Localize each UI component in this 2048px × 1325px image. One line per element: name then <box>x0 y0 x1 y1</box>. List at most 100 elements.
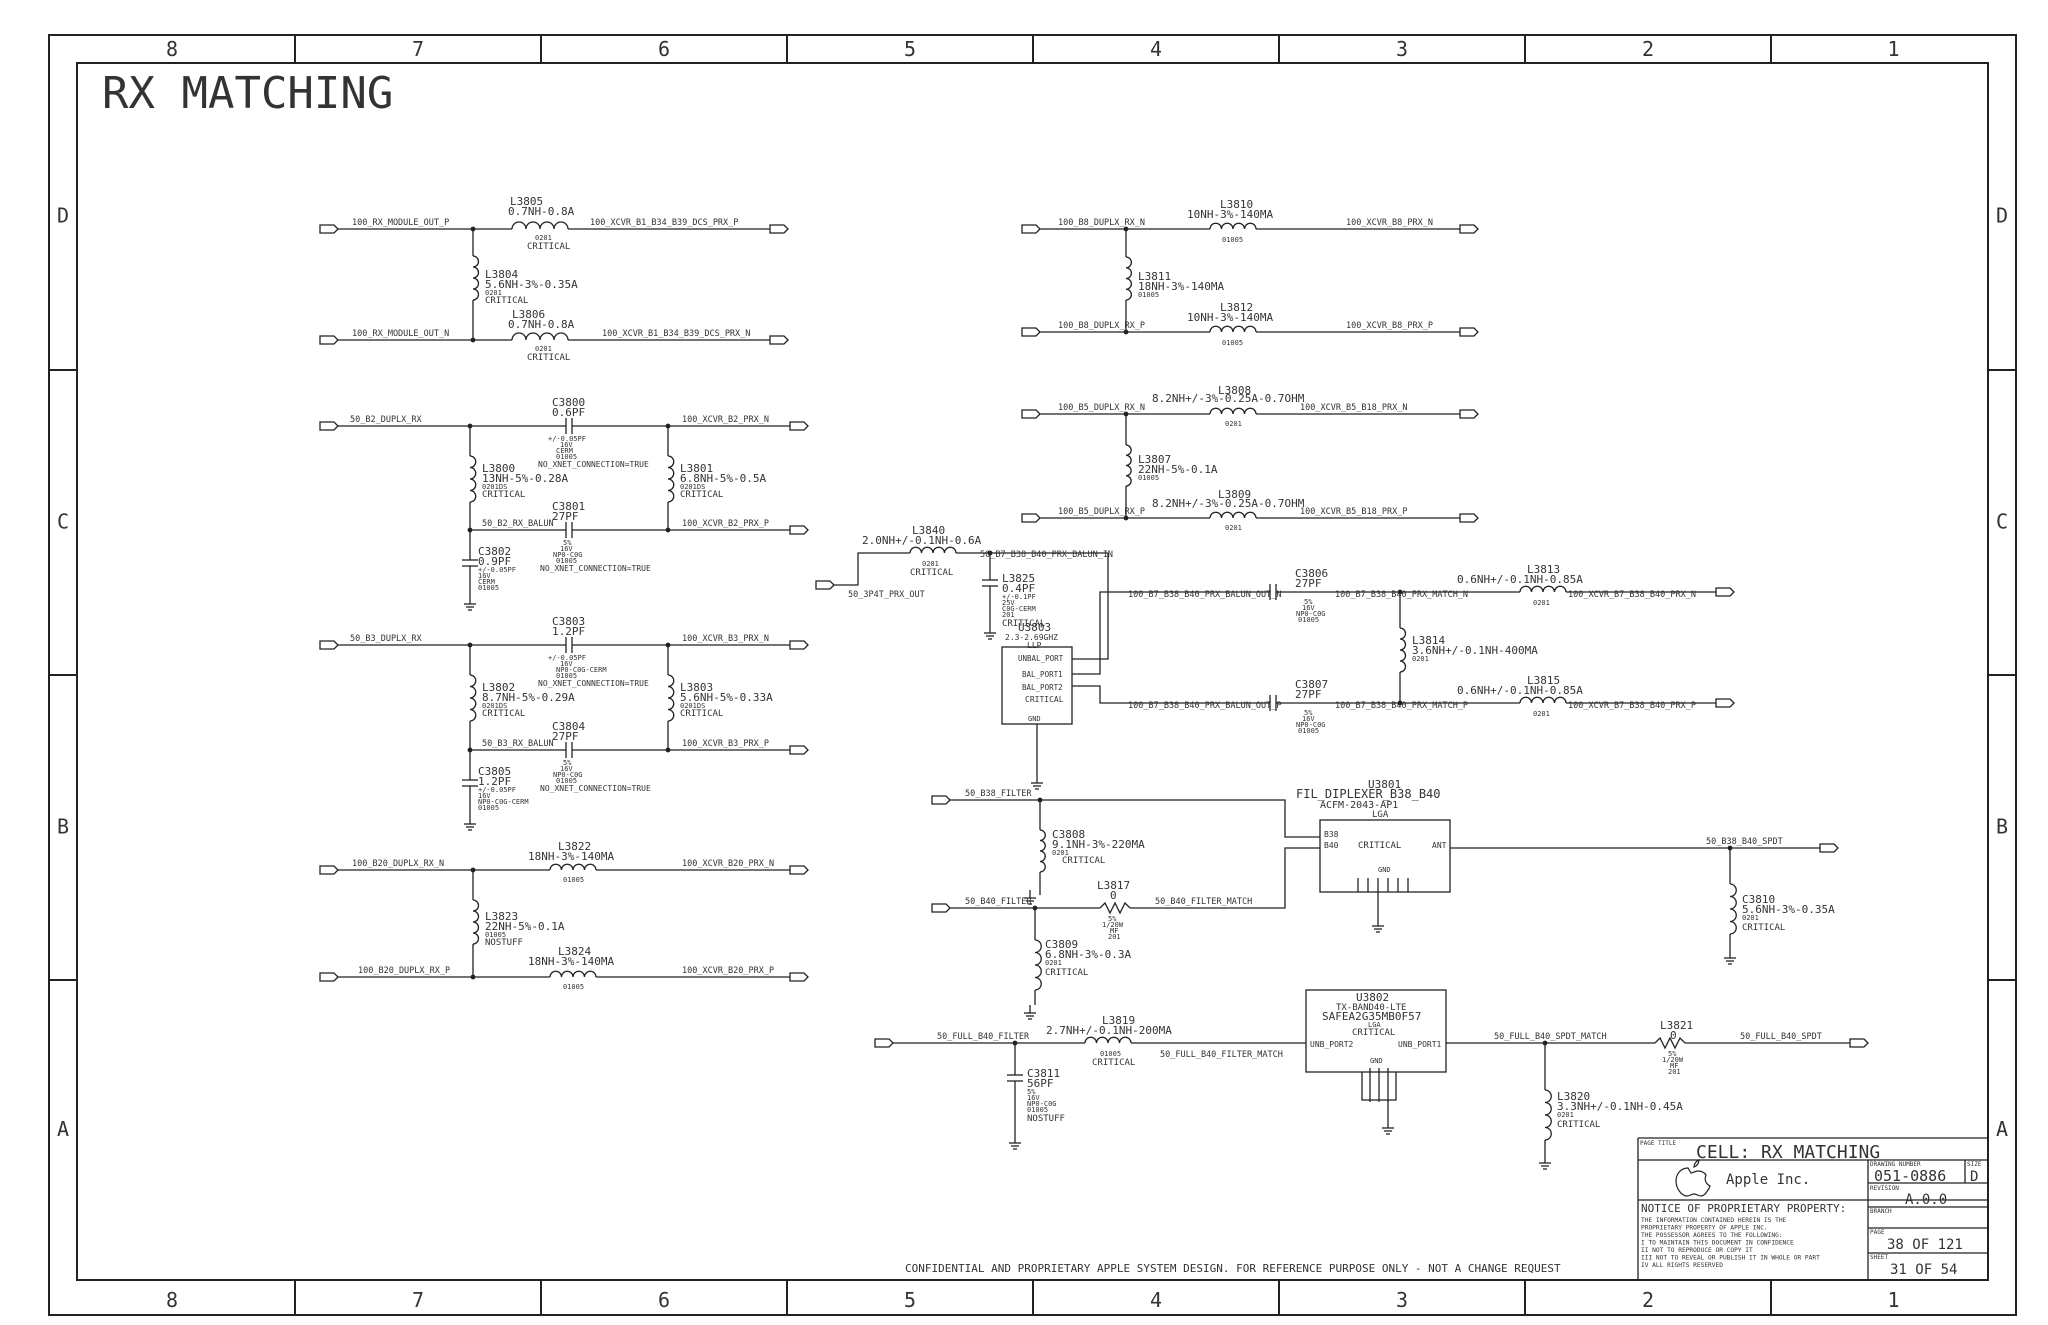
notice-title: NOTICE OF PROPRIETARY PROPERTY: <box>1641 1202 1846 1215</box>
company-name: Apple Inc. <box>1726 1172 1810 1188</box>
inductor-symbol <box>549 970 597 978</box>
inductor-symbol <box>1209 407 1257 415</box>
part-value: 0 <box>1670 1029 1677 1042</box>
part-voltage: 16V <box>560 441 573 449</box>
part-pkg: 0201DS <box>680 483 705 491</box>
inductor-symbol <box>1209 325 1257 333</box>
part-note: CRITICAL <box>910 568 953 578</box>
part-value: 0.7NH-0.8A <box>508 318 575 331</box>
part-ref: L3817 <box>1097 879 1130 892</box>
part-value: 0.6PF <box>552 406 585 419</box>
part-ref: L3809 <box>1218 488 1251 501</box>
net-label: 100_B8_DUPLX_RX_P <box>1058 321 1145 331</box>
part-ref: L3808 <box>1218 384 1251 397</box>
zone-column-label: 1 <box>1887 1288 1899 1312</box>
part-voltage: 16V <box>1302 604 1315 612</box>
part-value: TX-BAND40-LTE <box>1336 1003 1406 1013</box>
part-ref: L3802 <box>482 681 515 694</box>
part-note: NOSTUFF <box>485 938 523 948</box>
net-label: 100_XCVR_B8_PRX_N <box>1346 218 1433 228</box>
inductor-symbol <box>511 221 569 230</box>
net-label: 100_XCVR_B20_PRX_P <box>682 966 774 976</box>
net-port-flag <box>1459 409 1479 419</box>
net-port-flag <box>319 865 339 875</box>
part-value: 18NH-3%-140MA <box>1138 280 1224 293</box>
zone-column-label: 4 <box>1150 37 1162 61</box>
part-ref: L3822 <box>558 840 591 853</box>
net-port-flag <box>815 580 835 590</box>
ic-pin-label: B40 <box>1324 841 1339 850</box>
net-port-flag <box>319 335 339 345</box>
ground-symbol <box>1009 1135 1021 1150</box>
zone-column-label: 2 <box>1642 37 1654 61</box>
ground-symbol <box>984 625 996 640</box>
part-note: CRITICAL <box>1002 619 1045 629</box>
part-dielectric: CERM <box>556 447 573 455</box>
part-voltage: 16V <box>478 572 491 580</box>
net-label: 100_XCVR_B2_PRX_N <box>682 415 769 425</box>
part-number: SAFEA2G35MB0F57 <box>1322 1010 1421 1023</box>
part-pkg: LGA <box>1372 810 1389 820</box>
block-full-b40: 50_FULL_B40_FILTERL38192.7NH+/-0.1NH-200… <box>874 989 1869 1170</box>
part-pkg: 01005 <box>556 672 577 680</box>
part-pkg: 0201DS <box>482 702 507 710</box>
ic-pin-label: UNB_PORT2 <box>1310 1040 1354 1049</box>
part-tol: 5% <box>563 759 572 767</box>
net-port-flag <box>1021 409 1041 419</box>
zone-column-label: 3 <box>1396 1288 1408 1312</box>
part-ref: L3812 <box>1220 301 1253 314</box>
part-dielectric: NP0-C0G <box>553 771 583 779</box>
part-note: CRITICAL <box>1557 1120 1600 1130</box>
capacitor-symbol <box>565 522 573 538</box>
part-note: NO_XNET_CONNECTION=TRUE <box>540 564 651 573</box>
revision: A.0.0 <box>1905 1192 1947 1208</box>
part-value: 10NH-3%-140MA <box>1187 208 1273 221</box>
zone-row-label: B <box>1996 815 2008 839</box>
part-note: CRITICAL <box>527 353 570 363</box>
part-note: CRITICAL <box>1352 1028 1395 1038</box>
net-port-flag <box>789 745 809 755</box>
ic-pin-label: ANT <box>1432 841 1447 850</box>
part-ref: L3805 <box>510 195 543 208</box>
part-tol: 5% <box>1027 1088 1036 1096</box>
ground-symbol <box>1539 1155 1551 1170</box>
part-ref: L3815 <box>1527 674 1560 687</box>
notice-line: IV ALL RIGHTS RESERVED <box>1641 1262 1723 1269</box>
ground-symbol <box>464 816 476 831</box>
ic-pin-label: UNB_PORT1 <box>1398 1040 1442 1049</box>
part-pkg: LLP <box>1027 641 1042 650</box>
ground-symbol <box>1024 890 1036 905</box>
part-ref: U3802 <box>1356 991 1389 1004</box>
part-ref: L3807 <box>1138 453 1171 466</box>
drawing-number: 051-0886 <box>1874 1167 1946 1185</box>
part-pkg: 01005 <box>1222 236 1243 244</box>
part-note: CRITICAL <box>527 242 570 252</box>
net-port-flag <box>789 421 809 431</box>
net-port-flag <box>319 640 339 650</box>
part-ref: C3807 <box>1295 678 1328 691</box>
block-b7-b38-b40: 50_3P4T_PRX_OUTL38402.0NH+/-0.1NH-0.6A02… <box>815 524 1735 790</box>
net-label: 100_XCVR_B5_B18_PRX_N <box>1300 403 1407 413</box>
apple-logo-icon <box>1675 1159 1711 1197</box>
part-ref: C3809 <box>1045 938 1078 951</box>
page-number: 38 OF 121 <box>1887 1237 1963 1253</box>
notice-line: PROPRIETARY PROPERTY OF APPLE INC. <box>1641 1225 1768 1232</box>
part-pkg: 01005 <box>1298 727 1319 735</box>
notice-line: I TO MAINTAIN THIS DOCUMENT IN CONFIDENC… <box>1641 1240 1794 1247</box>
capacitor-symbol <box>462 559 478 567</box>
part-note: CRITICAL <box>1358 841 1401 851</box>
part-tol: +/-0.1PF <box>1002 593 1036 601</box>
net-port-flag <box>319 224 339 234</box>
part-pkg: 0201 <box>1533 599 1550 607</box>
inductor-symbol <box>1084 1036 1132 1044</box>
inductor-symbol <box>667 674 675 722</box>
part-value: 22NH-5%-0.1A <box>485 920 565 933</box>
part-ref: L3804 <box>485 268 518 281</box>
label: PAGE TITLE <box>1640 1140 1677 1147</box>
inductor-symbol <box>469 455 477 503</box>
resistor-symbol <box>1654 1036 1686 1050</box>
part-value: 0.6NH+/-0.1NH-0.85A <box>1457 684 1583 697</box>
net-label: 50_B7_B38_B40_PRX_BALUN_IN <box>980 550 1113 560</box>
